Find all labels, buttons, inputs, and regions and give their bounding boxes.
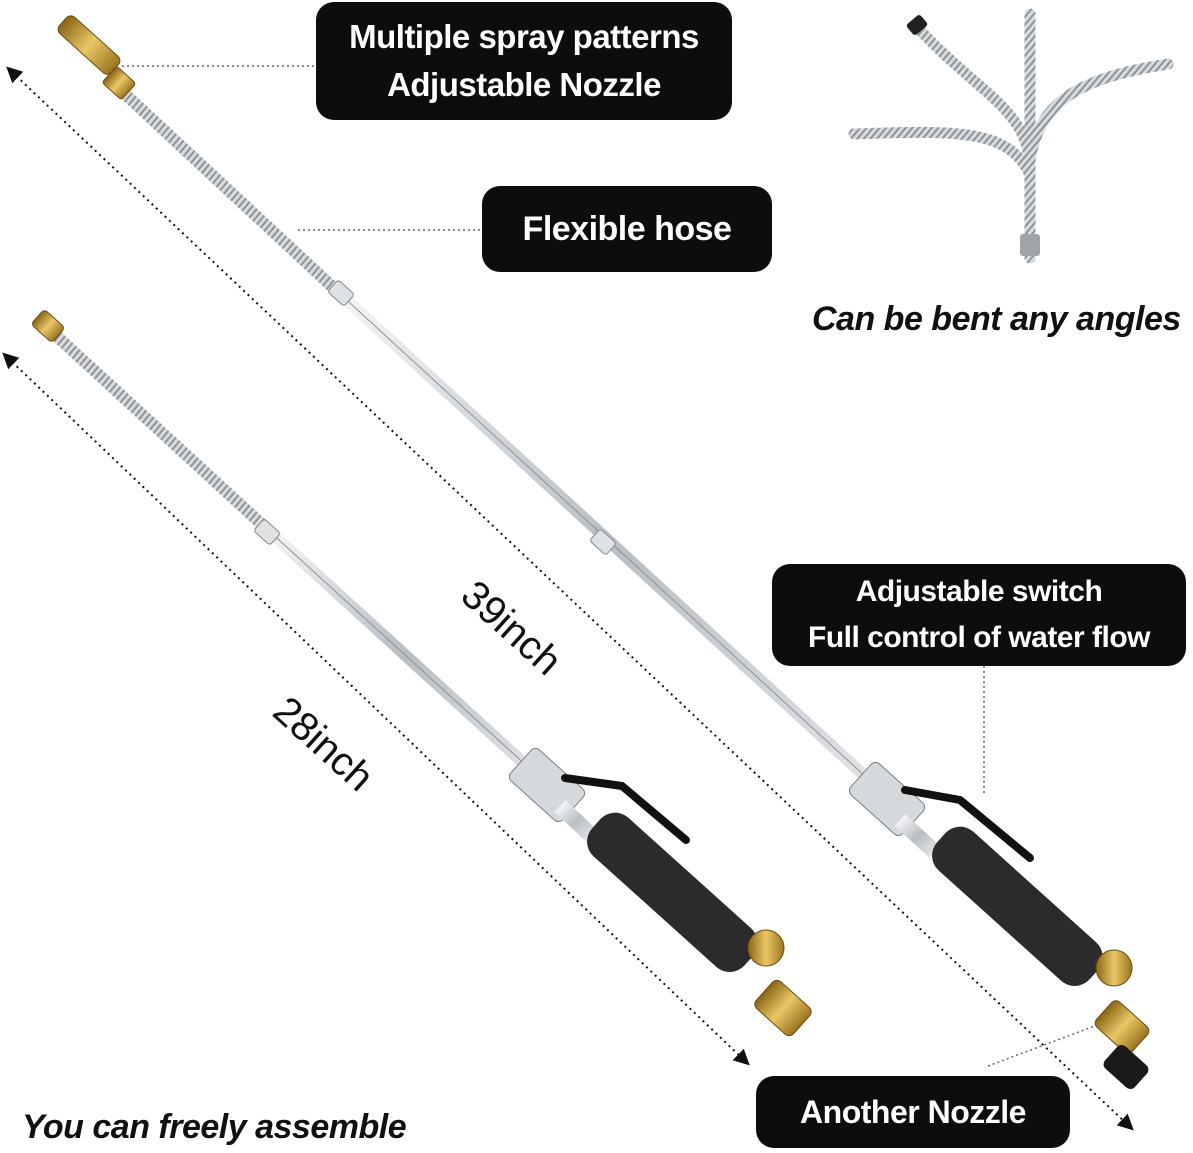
callout-another-nozzle-label: Another Nozzle [800, 1093, 1026, 1130]
short-wand-tip [32, 310, 64, 342]
short-wand-valve-lever [561, 774, 690, 844]
dimension-line-28 [2, 352, 750, 1066]
short-wand-joint [254, 519, 280, 545]
dimension-line-39 [6, 66, 1134, 1131]
long-wand-nozzle [57, 15, 121, 75]
callout-nozzle-line2: Adjustable Nozzle [387, 66, 661, 103]
bent-hose-tip-black [906, 15, 928, 35]
long-wand-flex-hose [106, 76, 344, 298]
callout-switch-line2: Full control of water flow [808, 621, 1151, 654]
long-wand-grip [932, 826, 1103, 986]
long-wand-quick-connector [1103, 1044, 1149, 1090]
bent-hose-left [912, 22, 1036, 264]
short-wand-tube-edge [267, 529, 541, 779]
short-wand-grip [587, 812, 758, 972]
long-wand-fitting-connector [1094, 1000, 1150, 1054]
caption-freely-assemble: You can freely assemble [22, 1108, 407, 1146]
callout-hose-label: Flexible hose [522, 209, 732, 248]
short-wand-neck [554, 800, 598, 842]
callout-nozzle: Multiple spray patterns Adjustable Nozzl… [316, 2, 732, 120]
long-wand [57, 15, 1150, 1090]
short-wand-fitting-connector [754, 979, 812, 1037]
caption-bend-angles: Can be bent any angles [812, 300, 1181, 338]
long-wand-neck [894, 814, 941, 858]
short-wand [32, 310, 812, 1037]
long-wand-fitting-side [1095, 949, 1133, 987]
callout-adjustable-switch: Adjustable switch Full control of water … [772, 564, 1186, 666]
callout-switch-line1: Adjustable switch [855, 575, 1103, 608]
short-wand-flex-hose [44, 324, 274, 536]
bent-hose-horizontal [848, 126, 1036, 181]
bent-hose-right [1024, 58, 1174, 166]
callout-another-nozzle: Another Nozzle [756, 1076, 1070, 1148]
leader-another-nozzle [987, 1023, 1101, 1067]
long-wand-joint-1 [328, 280, 354, 306]
short-wand-fitting-side [747, 929, 785, 967]
long-wand-nozzle-nut [102, 66, 136, 100]
callout-flexible-hose: Flexible hose [482, 186, 772, 272]
bent-hoses-illustration [848, 8, 1174, 264]
bent-hose-end-cap [1020, 234, 1040, 256]
long-wand-joint-2 [590, 529, 616, 555]
callout-nozzle-line1: Multiple spray patterns [349, 18, 699, 55]
long-wand-valve-lever [901, 786, 1034, 862]
